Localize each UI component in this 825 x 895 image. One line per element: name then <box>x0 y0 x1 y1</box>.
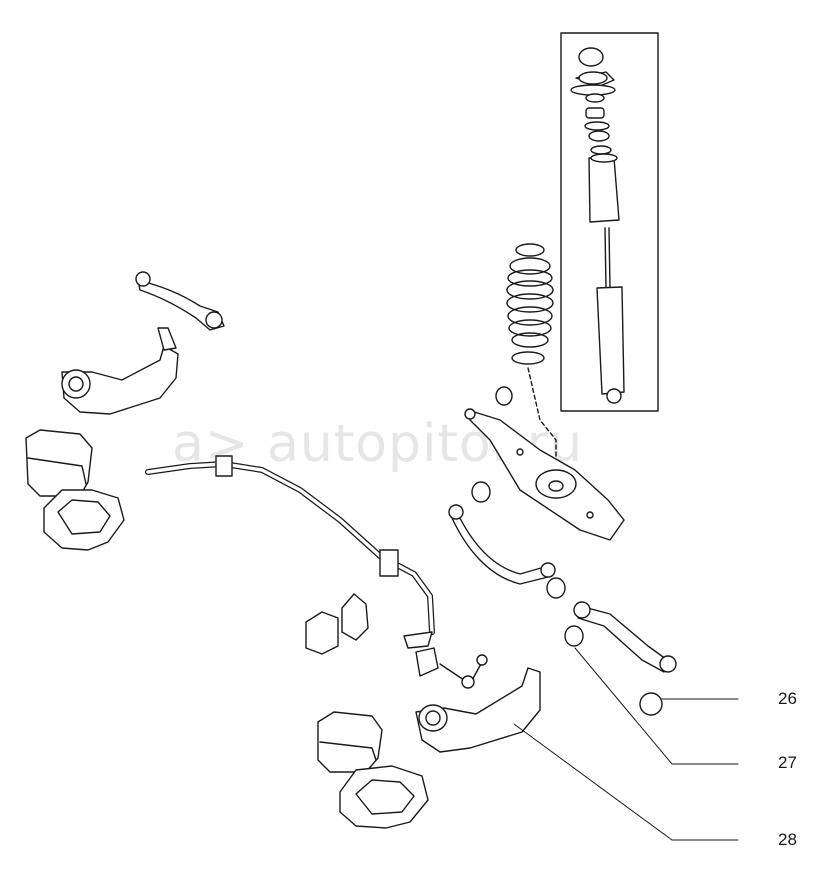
bump-block-lower <box>317 711 429 829</box>
lateral-link-middle <box>448 504 556 585</box>
drop-link <box>439 654 488 689</box>
bushings-right <box>471 481 663 716</box>
trailing-arm-left <box>61 327 179 415</box>
shock-absorber-group <box>560 32 659 412</box>
bump-block-left <box>25 429 125 551</box>
callout-27: 27 <box>778 753 797 772</box>
bar-bushings <box>305 593 439 677</box>
stabilizer-bar <box>145 455 435 649</box>
leader-28 <box>513 723 739 841</box>
coil-spring <box>506 243 554 365</box>
alignment-line <box>527 367 557 489</box>
lateral-link-lower <box>573 601 677 673</box>
leader-27 <box>574 647 739 765</box>
callout-28: 28 <box>778 830 797 849</box>
callout-26: 26 <box>778 689 797 708</box>
spring-link-arm <box>464 386 625 541</box>
upper-arm-left <box>135 271 225 331</box>
trailing-arm-lower <box>415 667 541 753</box>
